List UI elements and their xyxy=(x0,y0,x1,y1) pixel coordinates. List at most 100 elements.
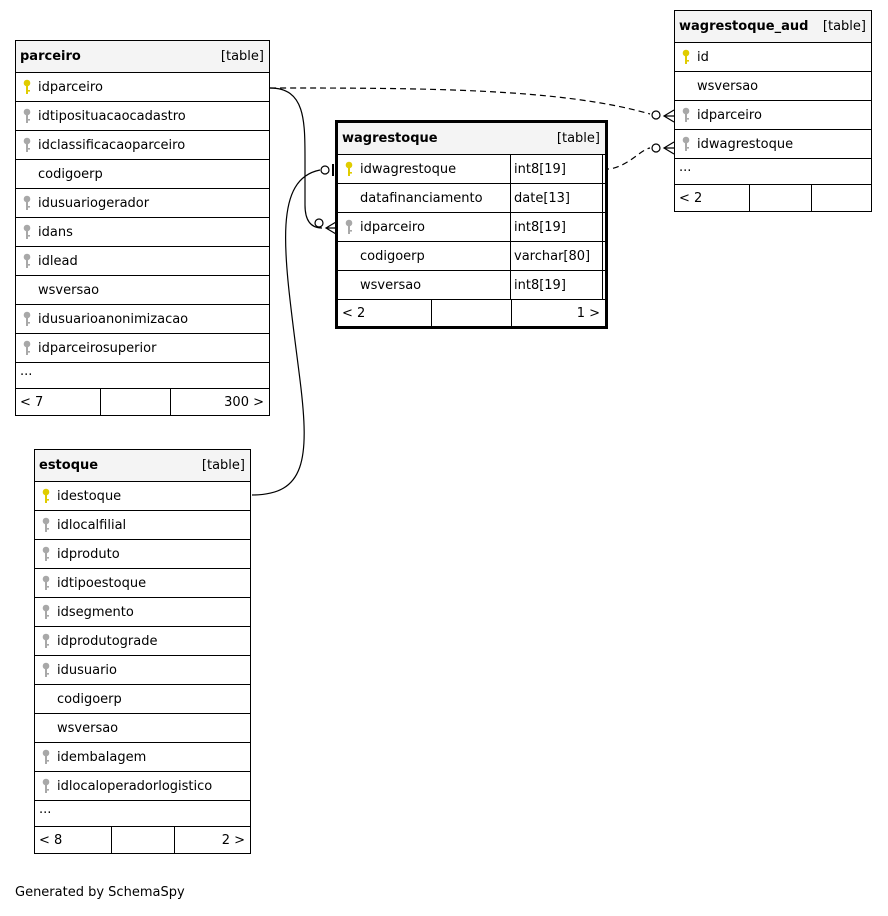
nav-middle xyxy=(101,389,171,415)
column-row[interactable]: idembalagem xyxy=(35,743,250,772)
generated-by-text: Generated by SchemaSpy xyxy=(15,885,185,900)
column-row[interactable]: wsversao xyxy=(35,714,250,743)
column-name: idlocalfilial xyxy=(57,517,127,533)
foreign-key-icon xyxy=(35,633,57,649)
nav-middle xyxy=(432,300,512,326)
table-kind: [table] xyxy=(220,49,264,64)
column-row[interactable]: idparceirosuperior xyxy=(16,334,269,363)
column-name: idusuarioanonimizacao xyxy=(38,311,189,327)
column-row[interactable]: idusuarioanonimizacao xyxy=(16,305,269,334)
column-name: idprodutograde xyxy=(57,633,158,649)
column-name: idlead xyxy=(38,253,78,269)
column-name: idsegmento xyxy=(57,604,134,620)
foreign-key-icon xyxy=(16,224,38,240)
column-name: wsversao xyxy=(360,277,422,293)
foreign-key-icon xyxy=(16,340,38,356)
foreign-key-icon xyxy=(16,108,38,124)
column-row[interactable]: idproduto xyxy=(35,540,250,569)
table-name: parceiro xyxy=(20,49,81,64)
column-name: idtiposituacaocadastro xyxy=(38,108,186,124)
nav-right[interactable]: 1 > xyxy=(576,305,600,321)
column-row[interactable]: idwagrestoque xyxy=(675,130,871,159)
column-row[interactable]: idusuario xyxy=(35,656,250,685)
nav-right[interactable]: 2 > xyxy=(221,832,245,848)
link-crowfoot xyxy=(324,221,337,235)
foreign-key-icon xyxy=(16,311,38,327)
table-header: estoque [table] xyxy=(35,450,250,482)
link-end-circle xyxy=(651,143,661,153)
column-row[interactable]: idclassificacaoparceiro xyxy=(16,131,269,160)
column-name: idestoque xyxy=(57,488,122,504)
column-row[interactable]: idprodutograde xyxy=(35,627,250,656)
column-row[interactable]: idlead xyxy=(16,247,269,276)
foreign-key-icon xyxy=(338,219,360,235)
foreign-key-icon xyxy=(16,195,38,211)
link-end-circle xyxy=(314,218,324,228)
column-row[interactable]: idtipoestoque xyxy=(35,569,250,598)
column-row[interactable]: idparceiro xyxy=(675,101,871,130)
nav-middle xyxy=(112,827,175,853)
nav-right[interactable]: 300 > xyxy=(224,394,264,410)
foreign-key-icon xyxy=(35,662,57,678)
column-name: datafinanciamento xyxy=(360,190,483,206)
column-row[interactable]: id xyxy=(675,43,871,72)
link-parceiro-wagrestoque xyxy=(269,87,323,229)
column-name: idusuario xyxy=(57,662,117,678)
column-row[interactable]: codigoerp xyxy=(16,160,269,189)
column-row[interactable]: wsversao xyxy=(675,72,871,101)
nav-middle xyxy=(750,185,812,211)
primary-key-icon xyxy=(675,49,697,65)
foreign-key-icon xyxy=(35,749,57,765)
table-kind: [table] xyxy=(822,19,866,34)
column-row[interactable]: idsegmento xyxy=(35,598,250,627)
table-header: wagrestoque [table] xyxy=(338,123,605,155)
foreign-key-icon xyxy=(35,517,57,533)
link-parceiro-aud xyxy=(269,87,651,115)
table-parceiro[interactable]: parceiro [table] idparceiro idtiposituaca… xyxy=(15,40,270,416)
table-header: parceiro [table] xyxy=(16,41,269,73)
column-row[interactable]: idtiposituacaocadastro xyxy=(16,102,269,131)
column-type: varchar[80] xyxy=(510,242,603,270)
primary-key-icon xyxy=(16,79,38,95)
nav-left[interactable]: < 7 xyxy=(16,389,101,415)
column-name: idtipoestoque xyxy=(57,575,147,591)
column-list: id wsversao idparceiro idwagrestoque xyxy=(675,43,871,159)
nav-left[interactable]: < 2 xyxy=(675,185,750,211)
column-name: wsversao xyxy=(38,282,100,298)
table-footer: < 7 300 > xyxy=(16,389,269,415)
column-name: codigoerp xyxy=(38,166,103,182)
table-footer: < 2 xyxy=(675,185,871,211)
column-name: idlocaloperadorlogistico xyxy=(57,778,213,794)
column-name: idparceiro xyxy=(360,219,425,235)
column-name: wsversao xyxy=(57,720,119,736)
column-type: int8[19] xyxy=(510,213,603,241)
column-row[interactable]: codigoerp xyxy=(35,685,250,714)
link-end-circle xyxy=(651,110,661,120)
more-columns-ellipsis: ... xyxy=(35,801,250,827)
column-row[interactable]: idestoque xyxy=(35,482,250,511)
column-row[interactable]: idans xyxy=(16,218,269,247)
nav-right[interactable] xyxy=(812,185,871,211)
column-row[interactable]: wsversao xyxy=(16,276,269,305)
table-name: wagrestoque xyxy=(342,131,438,146)
nav-left[interactable]: < 2 xyxy=(338,300,432,326)
table-footer: < 8 2 > xyxy=(35,827,250,853)
column-row[interactable]: idparceiro xyxy=(16,73,269,102)
table-estoque[interactable]: estoque [table] idestoque idlocalfilial id… xyxy=(34,449,251,854)
column-name: wsversao xyxy=(697,78,759,94)
column-row[interactable]: idparceiro int8[19] xyxy=(338,213,605,242)
column-row[interactable]: idusuariogerador xyxy=(16,189,269,218)
column-row[interactable]: idlocaloperadorlogistico xyxy=(35,772,250,801)
column-name: idwagrestoque xyxy=(697,136,794,152)
column-row[interactable]: idlocalfilial xyxy=(35,511,250,540)
nav-left[interactable]: < 8 xyxy=(35,827,112,853)
foreign-key-icon xyxy=(35,575,57,591)
